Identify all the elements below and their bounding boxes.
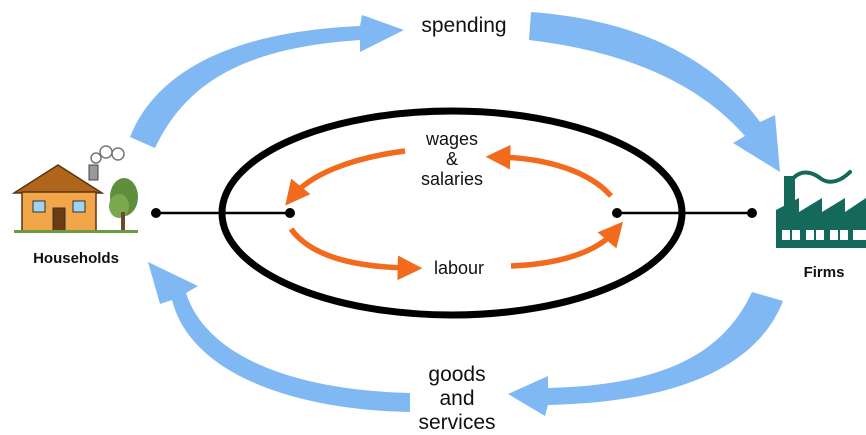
goods-services-flow-arrow (148, 262, 783, 416)
labour-label: labour (433, 258, 485, 278)
goods-services-line-2: and (439, 387, 475, 410)
wages-salaries-line-2: & (445, 149, 458, 169)
house-icon (11, 145, 138, 233)
wages-salaries-flow-arrow (285, 144, 614, 206)
households-label: Households (33, 250, 119, 267)
wages-salaries-line-3: salaries (420, 169, 484, 189)
spending-flow-arrow (130, 12, 780, 172)
labour-flow-arrow (288, 221, 624, 281)
goods-services-line-1: goods (428, 363, 486, 386)
wages-salaries-line-1: wages (425, 129, 479, 149)
factory-icon (776, 170, 866, 248)
firms-label: Firms (803, 264, 845, 281)
goods-services-line-3: services (418, 411, 496, 434)
wages-salaries-label: wages & salaries (410, 129, 494, 189)
households-connector (151, 208, 295, 218)
goods-services-label: goods and services (402, 363, 512, 435)
spending-label: spending (421, 14, 507, 37)
firms-connector (612, 208, 757, 218)
